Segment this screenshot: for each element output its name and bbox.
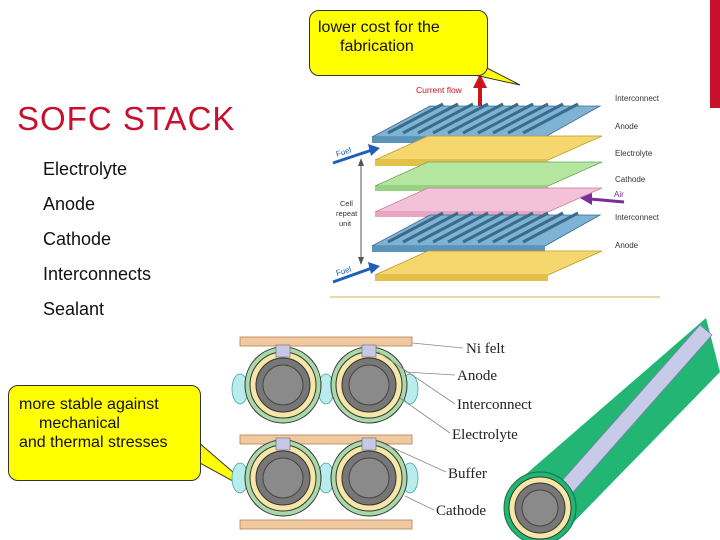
- list-item-anode: Anode: [43, 194, 96, 214]
- ni-felt-bar-top: [239, 336, 413, 347]
- callout-left-line-3: and thermal stresses: [19, 434, 168, 451]
- cathode-layer: [374, 187, 603, 213]
- tube-label-anode: Anode: [457, 368, 497, 384]
- list-item-sealant: Sealant: [43, 299, 105, 319]
- accent-bar: [710, 0, 720, 108]
- callout-top-line-2: fabrication: [340, 38, 414, 55]
- interconnect-ribs-top: [387, 102, 579, 135]
- tube-cell-4: [330, 437, 408, 517]
- layer-label-anode-2: Anode: [615, 241, 639, 250]
- tube-cell-1: [244, 344, 322, 424]
- tube-label-ni-felt: Ni felt: [466, 341, 506, 357]
- layer-label-interconnect-1: Interconnect: [615, 94, 660, 103]
- callout-top-line-1: lower cost for the: [318, 19, 440, 36]
- tube-label-buffer: Buffer: [448, 466, 487, 482]
- interconnect-ribs-bottom: [387, 211, 579, 244]
- fuel-arrow-top: [332, 148, 373, 165]
- ni-felt-bar-bottom: [239, 519, 413, 530]
- air-label: Air: [614, 190, 624, 199]
- tube-label-cathode: Cathode: [436, 503, 486, 519]
- interconnect-edge-bottom: [372, 246, 545, 252]
- tube-interconnect-strip: [551, 324, 713, 501]
- current-flow-arrowhead: [473, 74, 487, 88]
- cell-repeat-arrow-down: [358, 257, 364, 265]
- anode-edge-bottom: [375, 275, 548, 281]
- current-flow-label: Current flow: [416, 85, 463, 95]
- slide-title: SOFC STACK: [17, 100, 236, 137]
- callout-top: lower cost for the fabrication: [309, 10, 488, 76]
- anode-layer-bottom: [374, 250, 603, 276]
- list-item-interconnects: Interconnects: [43, 264, 152, 284]
- planar-stack-diagram: Current flow: [330, 74, 660, 298]
- callout-left: more stable against mechanical and therm…: [8, 385, 201, 481]
- callout-left-line-1: more stable against: [19, 396, 159, 413]
- tubular-array-diagram: Ni felt Anode Interconnect Electrolyte B…: [231, 336, 533, 530]
- list-item-electrolyte: Electrolyte: [43, 159, 128, 179]
- tube-label-electrolyte: Electrolyte: [452, 427, 518, 443]
- tube-label-interconnect: Interconnect: [457, 397, 533, 413]
- cell-repeat-label: Cell repeat unit: [336, 199, 359, 228]
- layer-label-electrolyte: Electrolyte: [615, 149, 653, 158]
- component-list: Electrolyte Anode Cathode Interconnects …: [43, 157, 151, 332]
- fuel-arrow-bottom: [332, 266, 373, 284]
- tube-cell-2: [330, 344, 408, 424]
- cell-repeat-arrow-up: [358, 158, 364, 166]
- list-item-cathode: Cathode: [43, 229, 112, 249]
- layer-label-interconnect-2: Interconnect: [615, 213, 660, 222]
- layer-label-cathode: Cathode: [615, 175, 646, 184]
- callout-left-line-2: mechanical: [39, 415, 120, 432]
- layer-label-anode-1: Anode: [615, 122, 639, 131]
- tube-end-bore: [521, 489, 559, 527]
- tube-cell-3: [244, 437, 322, 517]
- ni-felt-bar-middle: [239, 434, 413, 445]
- air-arrow: [589, 197, 625, 204]
- single-tube-diagram: [503, 318, 720, 540]
